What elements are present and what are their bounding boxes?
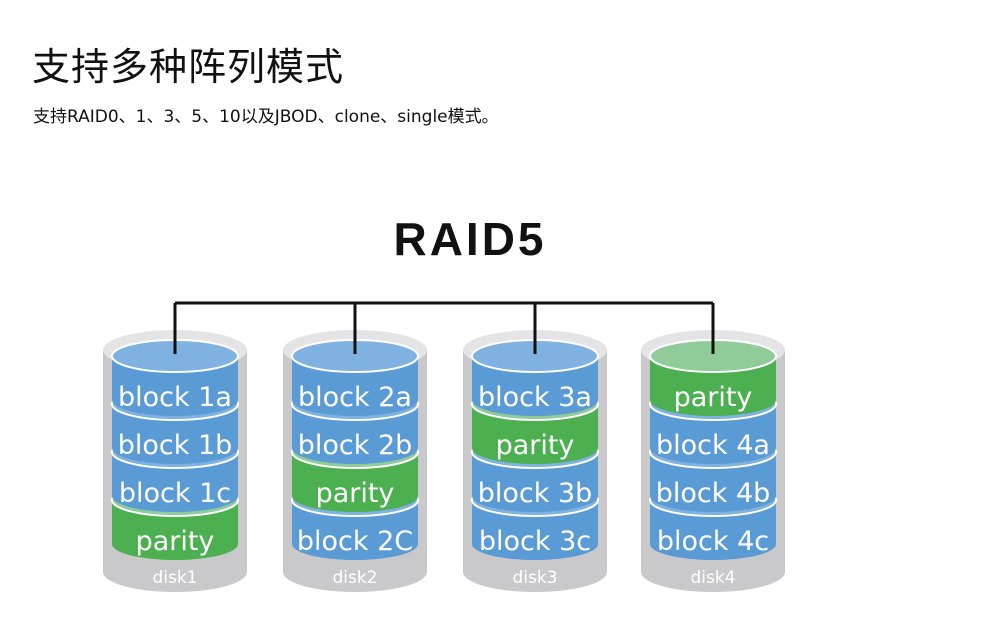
disk-1: parity block 1c block 1b block 1a disk1 (103, 330, 247, 592)
block-label: parity (136, 526, 215, 557)
block-label: block 4c (657, 526, 769, 557)
block-label: parity (316, 478, 395, 509)
block-label: block 1a (118, 382, 232, 413)
block-label: parity (496, 430, 575, 461)
page-subtitle: 支持RAID0、1、3、5、10以及JBOD、clone、single模式。 (33, 107, 499, 127)
data-block: block 2a (291, 339, 419, 416)
disk-label: disk3 (512, 568, 557, 588)
block-label: block 3c (479, 526, 591, 557)
block-label: block 3a (478, 382, 592, 413)
block-label: block 2C (297, 526, 413, 557)
disk-2: block 2C parity block 2b block 2a disk2 (283, 330, 427, 592)
disk-4: block 4c block 4b block 4a parity disk4 (641, 330, 785, 592)
disk-label: disk1 (152, 568, 197, 588)
block-label: block 2b (298, 430, 413, 461)
block-label: block 1b (118, 430, 233, 461)
block-label: block 4b (656, 478, 771, 509)
disk-label: disk4 (690, 568, 735, 588)
bus-connector (173, 301, 715, 354)
page-title: 支持多种阵列模式 (32, 45, 345, 89)
disk-3: block 3c block 3b parity block 3a disk3 (463, 330, 607, 592)
block-label: block 3b (478, 478, 593, 509)
block-label: parity (674, 382, 753, 413)
disk-label: disk2 (332, 568, 377, 588)
block-label: block 1c (119, 478, 231, 509)
data-block: block 1a (111, 339, 239, 416)
parity-block: parity (649, 339, 777, 416)
block-label: block 2a (298, 382, 412, 413)
diagram-title: RAID5 (393, 213, 546, 265)
block-label: block 4a (656, 430, 770, 461)
